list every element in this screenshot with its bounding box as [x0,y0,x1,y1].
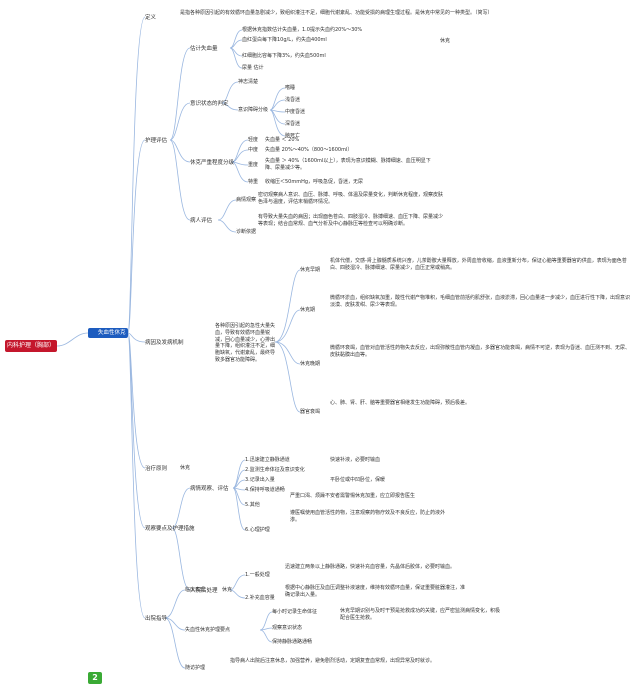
care-item-2: 2.监测生命体征及意识变化 [245,467,305,473]
cpr-item-3: 保持静脉通路通畅 [272,639,313,645]
severity-moderate-text: 失血量 20%～40%（800～1600ml） [265,147,353,153]
care-item-6: 6.心理护理 [245,527,270,533]
cpr-item-1: 每小时记录生命体征 [272,609,318,615]
phase-1-label[interactable]: 休克早期 [300,267,321,273]
consciousness-level-4: 深昏迷 [285,121,301,127]
branch-nursing[interactable]: 观察要点及护理措施 [145,526,195,532]
consciousness-level-2: 浅昏迷 [285,97,301,103]
severity-label[interactable]: 休克严重程度分级 [190,160,235,166]
care-item-3: 3.记录出入量 [245,477,275,483]
severity-mild-text: 失血量 ＜ 20% [265,137,300,143]
branch-assessment[interactable]: 护理评估 [145,138,168,144]
admission-assess-label: 病情观察 [236,197,257,203]
admission-assess-text: 密切观察病人意识、血压、脉搏、呼吸、体温及尿量变化，判断休克程度，观察皮肤色泽与… [258,192,444,205]
page-badge: 2 [88,672,102,684]
mechanism-text: 各种原因引起的急性大量失血，导致有效循环血量锐减，回心血量减少，心排出量下降，组… [215,323,276,363]
phase-3-label[interactable]: 休克晚期 [300,361,321,367]
admission-diag-label: 诊断依据 [236,229,257,235]
care-item-5: 5.其他 [245,502,260,508]
consciousness-l1: 神志清楚 [238,79,259,85]
blood-volume-item-1: 根据休克指数估计失血量，1.0提示失血约20%～30% [242,27,363,33]
severity-critical-label: 特重 [248,179,259,185]
branch-mechanism[interactable]: 病因及发病机制 [145,340,184,346]
consciousness-l2: 意识障碍分级 [238,107,269,113]
infusion-item-2: 2.补充血容量 [245,595,275,601]
root-node[interactable]: 内科护理（胸部） [5,340,57,352]
severity-mild-label: 轻度 [248,137,259,143]
infusion-label[interactable]: 入院后处理 [190,588,218,594]
consciousness-level-5: 脑死亡 [285,133,301,139]
severity-moderate-label: 中度 [248,147,259,153]
hub-node[interactable]: 失血性休克 [88,328,128,338]
blood-volume-item-2: 血红蛋白每下降10g/L，约失血400ml [242,37,327,43]
admission-diag-text: 有导致大量失血的病因；出现面色苍白、四肢湿冷、脉搏细速、血压下降、尿量减少等表现… [258,214,444,227]
cpr-text: 休克早期识别与及时干预是抢救成功的关键，应严密监测病情变化，积极配合医生抢救。 [340,608,501,621]
consciousness-level-1: 嗜睡 [285,85,296,91]
phase-4-text: 心、肺、肾、肝、脑等重要器官相继发生功能障碍，预后极差。 [330,400,471,406]
phase-1-text: 机体代偿，交感-肾上腺髓质系统兴奋，儿茶酚胺大量释放，外周血管收缩，血液重新分布… [330,258,627,271]
branch-treatment[interactable]: 治疗原则 [145,466,168,472]
branch-discharge[interactable]: 出院指导 [145,616,168,622]
branch-definition[interactable]: 定义 [145,15,157,21]
phase-2-label[interactable]: 休克期 [300,307,316,313]
care-sub-3: 严重口渴、烦躁不安者需警惕休克加重，应立即报告医生 [290,493,416,499]
clinical-side: 休克 [222,587,233,593]
blood-volume-side: 休克 [440,38,451,44]
cpr-item-2: 观察意识状态 [272,625,303,631]
phase-4-label[interactable]: 器官衰竭 [300,409,321,415]
consciousness-level-3: 中度昏迷 [285,109,306,115]
care-sub-1: 快速补液，必要时输血 [330,457,381,463]
care-sub-2: 平卧位或中凹卧位，保暖 [330,477,386,483]
definition-text: 是指各种原因引起的有效循环血量急剧减少，致组织灌注不足，细胞代谢紊乱、功能受损的… [180,10,493,16]
admission-label[interactable]: 病人评估 [190,218,213,224]
blood-volume-item-3: 红细胞比容每下降3%，约失血500ml [242,53,326,59]
hub-label: 失血性休克 [98,330,126,336]
infusion-item-1: 1.一般处理 [245,572,270,578]
severity-severe-label: 重度 [248,162,259,168]
severity-critical-text: 收缩压＜50mmHg，呼吸急促，昏迷，无尿 [265,179,364,185]
blood-volume-label[interactable]: 估计失血量 [190,46,218,52]
clinical-label[interactable]: 临床表现 [185,587,206,593]
consciousness-label[interactable]: 意识状态的判定 [190,101,229,107]
infusion-text-2: 根据中心静脉压及血压调整补液速度，维持有效循环血量，保证重要脏器灌注，准确记录出… [285,585,466,598]
care-sub-4: 遵医嘱使用血管活性药物，注意观察药物疗效及不良反应，防止药液外渗。 [290,510,446,523]
care-label[interactable]: 病情观察、评估 [190,486,229,492]
treatment-side: 休克 [180,465,191,471]
cpr-label[interactable]: 失血性休克护理要点 [185,627,231,633]
follow-text: 指导病人出院后注意休息，加强营养，避免剧烈活动，定期复查血常规，出现异常及时就诊… [230,658,436,664]
phase-2-text: 微循环淤血，组织缺氧加重，酸性代谢产物堆积，毛细血管前括约肌舒张，血液淤滞，回心… [330,295,631,308]
follow-label[interactable]: 随访护理 [185,665,206,671]
severity-severe-text: 失血量 ＞ 40%（1600ml以上），表现为意识模糊、脉搏细速、血压明显下降、… [265,158,431,171]
care-item-4: 4.保持呼吸道通畅 [245,487,285,493]
phase-3-text: 微循环衰竭，血管对血管活性药物失去反应，出现弥散性血管内凝血，多器官功能衰竭，病… [330,345,631,358]
blood-volume-item-4: 尿量 估计 [242,65,264,71]
infusion-text-1: 迅速建立两条以上静脉通路，快速补充血容量，先晶体后胶体，必要时输血。 [285,564,456,570]
care-item-1: 1.迅速建立静脉通道 [245,457,290,463]
